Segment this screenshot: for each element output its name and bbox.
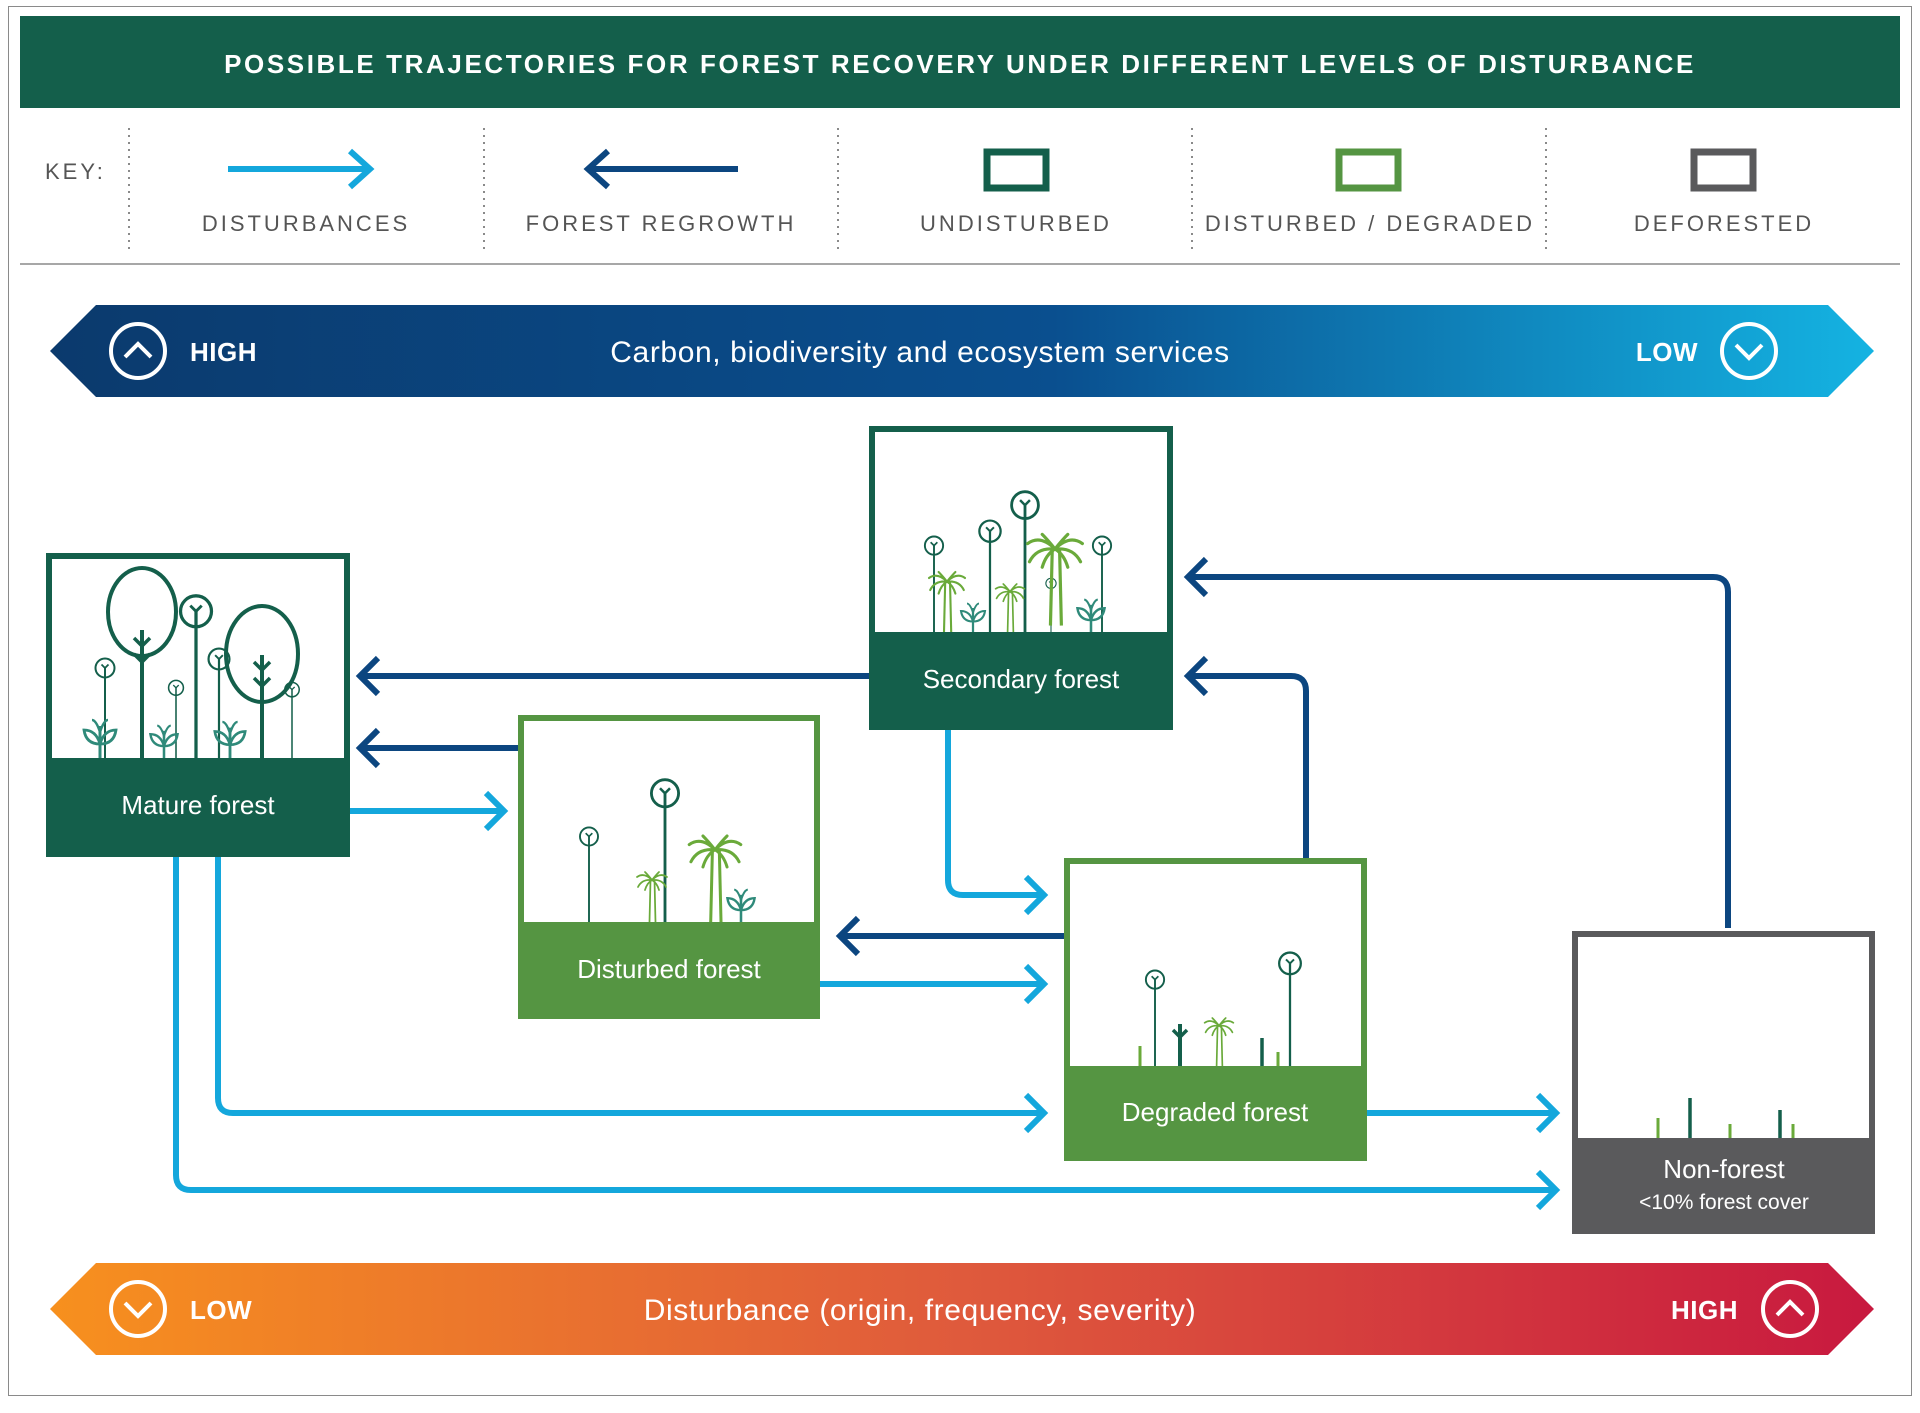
non-forest-grass-icon — [1656, 1098, 1795, 1138]
non-forest-sublabel: <10% forest cover — [1639, 1191, 1809, 1214]
mature-forest-label: Mature forest — [121, 790, 275, 820]
dark-green-square-icon — [983, 148, 1050, 192]
disturbance-band: LOW Disturbance (origin, frequency, seve… — [50, 1263, 1874, 1355]
diagram-title: POSSIBLE TRAJECTORIES FOR FOREST RECOVER… — [224, 49, 1696, 79]
disturbed-forest-box: Disturbed forest — [518, 715, 820, 1019]
key-label: KEY: — [45, 159, 106, 184]
key-item-disturbed-degraded: DISTURBED / DEGRADED — [1205, 211, 1535, 236]
disturbed-forest-label: Disturbed forest — [577, 954, 761, 984]
non-forest-label: Non-forest — [1663, 1154, 1785, 1184]
mature-forest-box: Mature forest — [46, 553, 350, 857]
secondary-forest-label: Secondary forest — [923, 664, 1120, 694]
regrowth-arrows — [355, 556, 1731, 957]
key-item-deforested: DEFORESTED — [1634, 211, 1814, 236]
light-green-square-icon — [1335, 148, 1402, 192]
secondary-forest-box: Secondary forest — [869, 426, 1173, 730]
carbon-band: HIGH Carbon, biodiversity and ecosystem … — [50, 305, 1874, 397]
chevron-up-icon — [1761, 1280, 1819, 1338]
key-item-forest-regrowth: FOREST REGROWTH — [526, 211, 797, 236]
light-blue-right-arrow-icon — [228, 148, 375, 190]
carbon-band-label: Carbon, biodiversity and ecosystem servi… — [610, 336, 1229, 369]
disturbance-band-left-label: LOW — [190, 1295, 252, 1325]
key-item-undisturbed: UNDISTURBED — [920, 211, 1112, 236]
key-legend: KEY: DISTURBANCES FOREST REGROWTH UNDIST… — [45, 128, 1814, 252]
degraded-forest-trees-icon — [1138, 950, 1303, 1068]
non-forest-box: Non-forest <10% forest cover — [1572, 931, 1875, 1234]
key-item-disturbances: DISTURBANCES — [202, 211, 410, 236]
disturbance-band-right-label: HIGH — [1671, 1295, 1738, 1325]
degraded-forest-box: Degraded forest — [1064, 858, 1367, 1161]
degraded-forest-label: Degraded forest — [1122, 1097, 1309, 1127]
title-bar — [20, 16, 1900, 108]
chevron-up-icon — [109, 322, 167, 380]
grey-square-icon — [1690, 148, 1757, 192]
dark-blue-left-arrow-icon — [583, 148, 738, 190]
carbon-band-right-label: LOW — [1636, 337, 1698, 367]
chevron-down-icon — [1720, 322, 1778, 380]
mature-forest-trees-icon — [82, 566, 301, 760]
diagram-frame — [8, 6, 1912, 1396]
disturbance-arrows — [173, 728, 1561, 1211]
chevron-down-icon — [109, 1280, 167, 1338]
disturbance-band-label: Disturbance (origin, frequency, severity… — [644, 1294, 1197, 1327]
carbon-band-left-label: HIGH — [190, 337, 257, 367]
